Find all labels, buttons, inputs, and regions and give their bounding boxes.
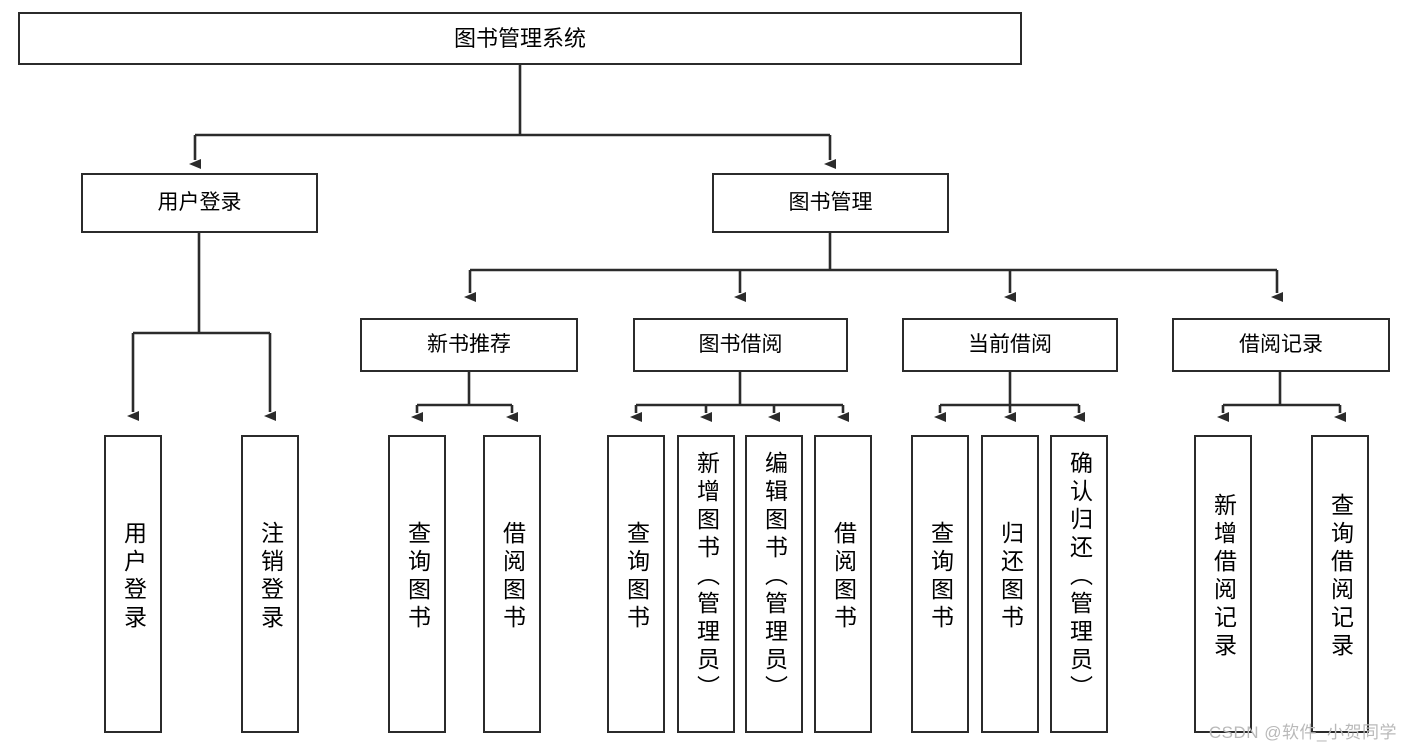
- leaf-add-book-admin[interactable]: 新增图书（管理员）: [677, 435, 735, 733]
- leaf-return-books[interactable]: 归还图书: [981, 435, 1039, 733]
- node-label: 图书管理系统: [453, 25, 586, 51]
- leaf-add-borrow-record[interactable]: 新增借阅记录: [1194, 435, 1252, 733]
- node-label: 图书管理: [788, 190, 873, 214]
- node-root[interactable]: 图书管理系统: [18, 12, 1022, 65]
- leaf-borrow-books[interactable]: 借阅图书: [814, 435, 872, 733]
- node-label: 查询图书: [927, 521, 954, 633]
- leaf-query-books-recommend[interactable]: 查询图书: [388, 435, 446, 733]
- node-label: 借阅图书: [830, 521, 857, 633]
- node-label: 编辑图书（管理员）: [761, 451, 788, 703]
- node-new-book-recommend[interactable]: 新书推荐: [360, 318, 578, 372]
- node-label: 当前借阅: [968, 332, 1052, 356]
- node-label: 注销登录: [257, 521, 284, 633]
- node-label: 确认归还（管理员）: [1066, 451, 1093, 703]
- node-label: 用户登录: [157, 190, 242, 214]
- node-label: 归还图书: [997, 521, 1024, 633]
- node-current-borrow[interactable]: 当前借阅: [902, 318, 1118, 372]
- leaf-query-books-current[interactable]: 查询图书: [911, 435, 969, 733]
- node-label: 新书推荐: [427, 332, 511, 356]
- watermark: CSDN @软件_小贺同学: [1208, 723, 1397, 742]
- node-label: 新增图书（管理员）: [693, 451, 720, 703]
- leaf-logout[interactable]: 注销登录: [241, 435, 299, 733]
- leaf-query-borrow-record[interactable]: 查询借阅记录: [1311, 435, 1369, 733]
- leaf-query-books-borrow[interactable]: 查询图书: [607, 435, 665, 733]
- node-user-login[interactable]: 用户登录: [81, 173, 318, 233]
- node-label: 借阅图书: [499, 521, 526, 633]
- node-label: 查询图书: [623, 521, 650, 633]
- node-label: 查询图书: [404, 521, 431, 633]
- node-label: 图书借阅: [698, 332, 783, 356]
- leaf-edit-book-admin[interactable]: 编辑图书（管理员）: [745, 435, 803, 733]
- node-label: 用户登录: [120, 521, 147, 633]
- node-label: 借阅记录: [1239, 332, 1323, 356]
- leaf-user-login[interactable]: 用户登录: [104, 435, 162, 733]
- leaf-borrow-books-recommend[interactable]: 借阅图书: [483, 435, 541, 733]
- node-label: 查询借阅记录: [1327, 493, 1354, 661]
- node-book-management[interactable]: 图书管理: [712, 173, 949, 233]
- node-borrow-record[interactable]: 借阅记录: [1172, 318, 1390, 372]
- leaf-confirm-return-admin[interactable]: 确认归还（管理员）: [1050, 435, 1108, 733]
- node-label: 新增借阅记录: [1210, 493, 1237, 661]
- node-book-borrow[interactable]: 图书借阅: [633, 318, 848, 372]
